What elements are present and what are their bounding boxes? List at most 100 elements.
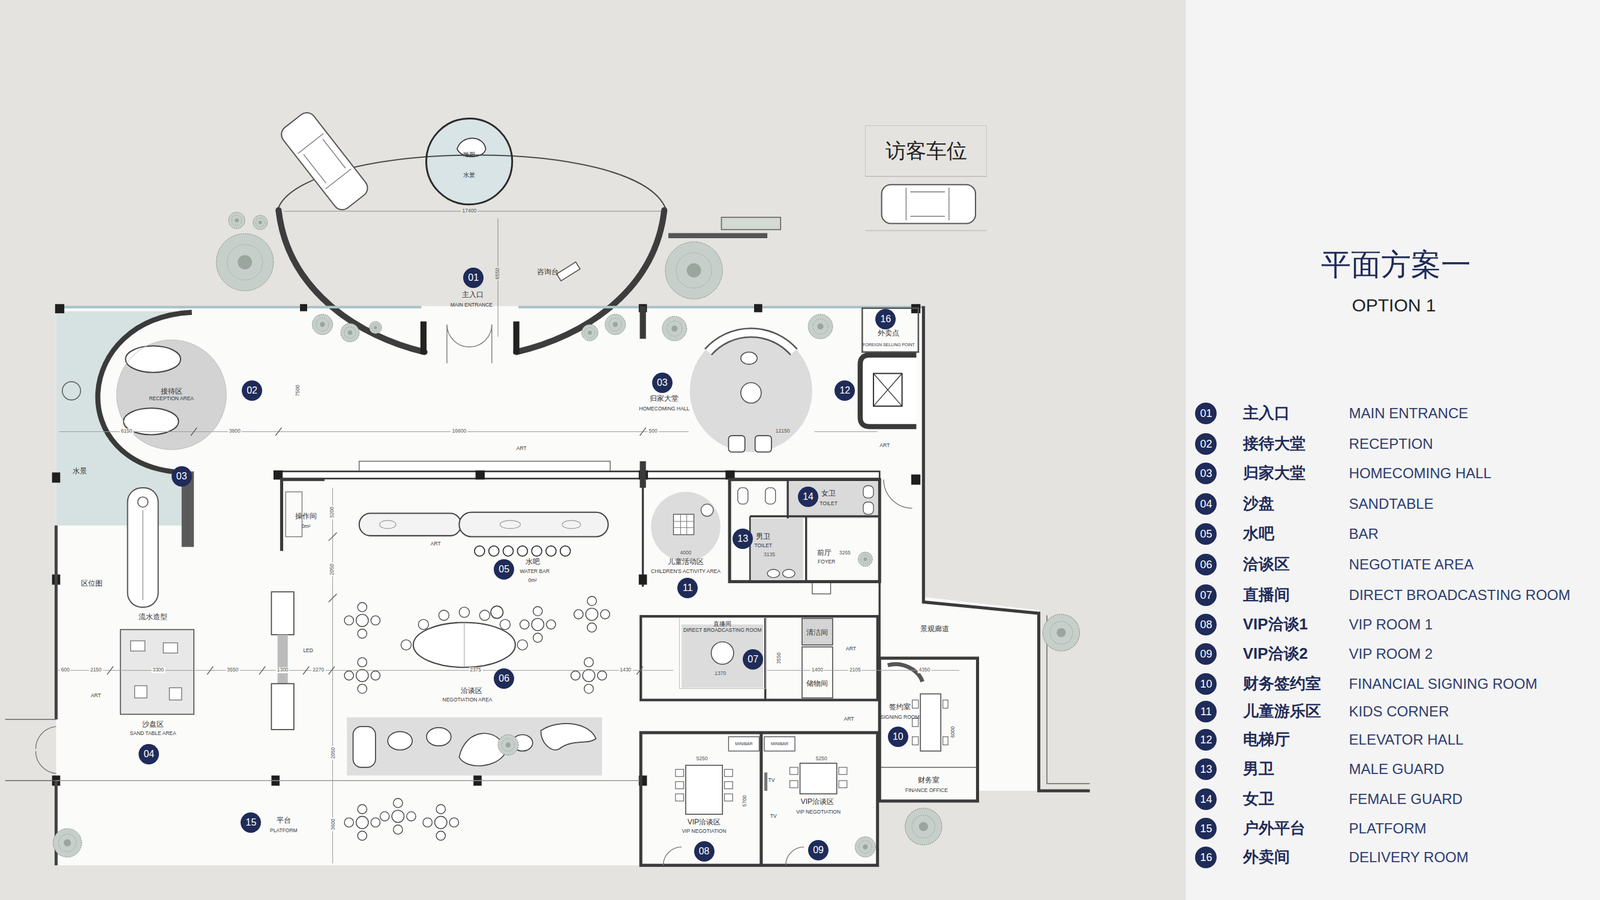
furniture bbox=[458, 733, 506, 766]
wall bbox=[873, 373, 903, 406]
dimension: 6000 bbox=[950, 725, 957, 738]
furniture bbox=[277, 634, 288, 684]
room-name-en: VIP NEGOTIATION bbox=[682, 828, 727, 835]
legend-label: 儿童游乐区 bbox=[1243, 702, 1322, 721]
callout-number: 12 bbox=[834, 380, 855, 401]
room-name: 外卖点 bbox=[877, 329, 900, 338]
wall bbox=[862, 308, 919, 353]
room-name: 流水造型 bbox=[138, 613, 168, 622]
floor-slab bbox=[56, 305, 1040, 866]
furniture bbox=[413, 622, 516, 668]
wall bbox=[782, 569, 795, 578]
dimension: 3200 bbox=[329, 505, 336, 519]
dimension: 2375 bbox=[468, 667, 483, 674]
dimension: 3600 bbox=[330, 817, 337, 832]
dimension: 4350 bbox=[917, 667, 932, 674]
wall bbox=[863, 502, 874, 515]
furniture bbox=[920, 693, 941, 751]
dimension-line bbox=[107, 427, 647, 675]
glass-facade bbox=[56, 305, 422, 309]
furniture bbox=[681, 624, 764, 688]
wall bbox=[765, 487, 776, 504]
callout-number: 08 bbox=[694, 841, 715, 862]
room-label: 水景 bbox=[463, 171, 476, 179]
legend-label: VIP洽谈2 bbox=[1243, 644, 1308, 663]
page-ground bbox=[1185, 0, 1600, 900]
legend-label-en: VIP ROOM 2 bbox=[1349, 645, 1434, 663]
furniture bbox=[838, 767, 848, 775]
furniture bbox=[142, 509, 144, 600]
furniture bbox=[789, 780, 798, 788]
wall bbox=[749, 518, 803, 580]
wall bbox=[638, 574, 648, 585]
callout-number: 11 bbox=[677, 577, 698, 599]
room-name: 前厅 bbox=[817, 548, 832, 558]
furniture bbox=[562, 520, 581, 529]
dimension: 3550 bbox=[776, 652, 783, 665]
room-name: 财务室 bbox=[917, 776, 940, 785]
wall bbox=[5, 304, 1091, 866]
legend-number: 02 bbox=[1195, 433, 1217, 455]
legend-label: 男卫 bbox=[1243, 760, 1275, 779]
dimension: 4000 bbox=[680, 550, 692, 557]
furniture bbox=[531, 545, 542, 557]
dimension: 16600 bbox=[451, 428, 468, 435]
legend-label-en: SANDTABLE bbox=[1349, 495, 1434, 513]
water-sculpture-circle: 雕塑水景 bbox=[425, 117, 513, 206]
room-label: 接待区 bbox=[160, 387, 183, 396]
furniture bbox=[490, 605, 503, 618]
legend-number: 05 bbox=[1195, 523, 1217, 545]
furniture bbox=[353, 726, 376, 768]
wall bbox=[759, 732, 763, 866]
dimension: 17400 bbox=[461, 208, 479, 215]
wall bbox=[281, 479, 324, 551]
furniture bbox=[724, 781, 734, 789]
tree bbox=[253, 215, 268, 230]
furniture bbox=[673, 514, 695, 535]
dimension: 1400 bbox=[810, 667, 825, 674]
dimension: 1300 bbox=[275, 667, 290, 674]
legend-number: 11 bbox=[1195, 700, 1217, 723]
subtitle: OPTION 1 bbox=[1351, 294, 1436, 316]
legend-label: 归家大堂 bbox=[1243, 464, 1306, 483]
room-name-en: ART bbox=[845, 646, 857, 653]
dimension: 7500 bbox=[295, 385, 302, 397]
dimension: 600 bbox=[59, 667, 71, 674]
dimension: 1430 bbox=[618, 667, 633, 674]
wall bbox=[754, 304, 763, 313]
furniture bbox=[740, 382, 762, 404]
legend-label-en: PLATFORM bbox=[1349, 820, 1427, 837]
room-label: 访客车位 bbox=[885, 139, 968, 163]
furniture bbox=[545, 545, 557, 557]
room-name: 区位图 bbox=[80, 579, 103, 588]
node-outline bbox=[116, 340, 227, 450]
furniture bbox=[499, 520, 521, 529]
room-name: 儿童活动区 bbox=[667, 557, 704, 567]
legend-number: 07 bbox=[1195, 584, 1217, 606]
wall bbox=[802, 618, 833, 645]
wall bbox=[663, 847, 805, 866]
furniture bbox=[728, 736, 759, 752]
room-name: VIP洽谈区 bbox=[687, 818, 721, 827]
room-label: 直播间 bbox=[713, 620, 732, 628]
callout-number: 10 bbox=[887, 726, 909, 747]
wall bbox=[35, 726, 57, 774]
tree bbox=[311, 314, 333, 335]
tree bbox=[665, 241, 723, 299]
furniture bbox=[271, 683, 294, 730]
dimension-line bbox=[814, 431, 878, 432]
furniture bbox=[912, 736, 919, 746]
legend-label: 洽谈区 bbox=[1243, 555, 1290, 574]
dimension-line bbox=[332, 487, 333, 864]
dimension: 2050 bbox=[330, 746, 337, 761]
dimension-line bbox=[58, 670, 674, 671]
room-name: 操作间 bbox=[295, 512, 317, 521]
parking-box: 访客车位 bbox=[865, 125, 987, 177]
furniture bbox=[346, 717, 602, 776]
room-name-en: VIP NEGOTIATION bbox=[796, 809, 841, 816]
furniture bbox=[130, 640, 146, 651]
furniture bbox=[675, 781, 684, 789]
legend-number: 15 bbox=[1195, 817, 1217, 840]
furniture bbox=[540, 723, 596, 750]
room-name-en: ART bbox=[90, 692, 101, 699]
